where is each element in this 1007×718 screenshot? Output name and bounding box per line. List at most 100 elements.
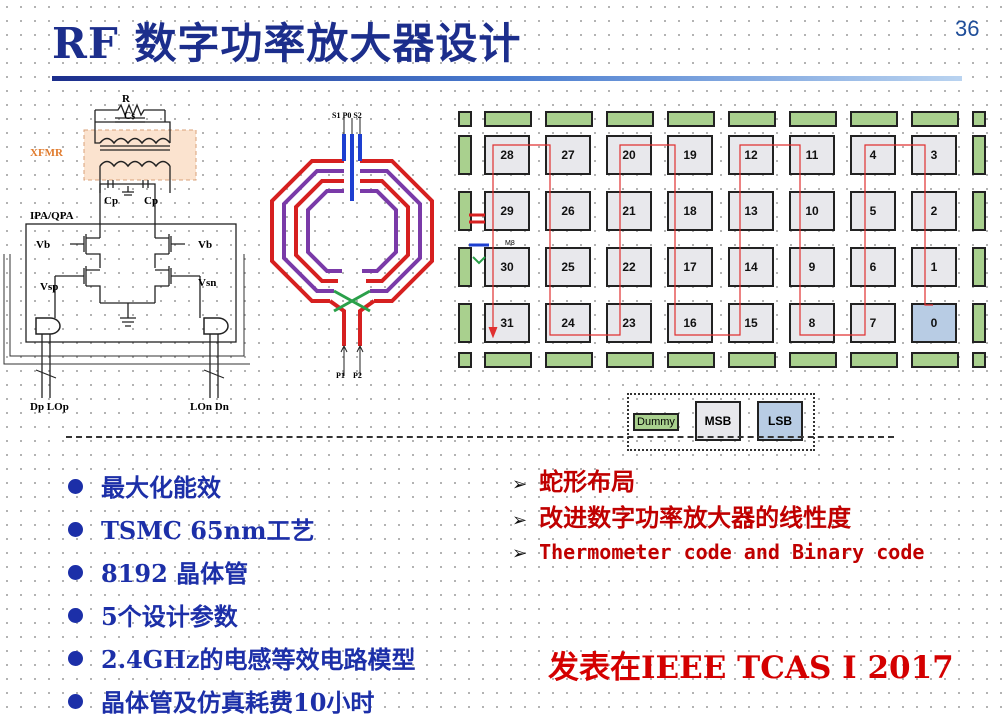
array-cell: 2 — [911, 191, 957, 231]
bullet-dot-icon — [68, 694, 83, 709]
bullet-dot-icon — [68, 479, 83, 494]
array-cell: 30 — [484, 247, 530, 287]
key-point: ➢改进数字功率放大器的线性度 — [512, 503, 852, 532]
dummy-bar — [972, 111, 986, 127]
publication-note: 发表在IEEE TCAS I 2017 — [548, 650, 954, 686]
dummy-bar — [911, 111, 959, 127]
array-cell: 28 — [484, 135, 530, 175]
dummy-bar — [458, 191, 472, 231]
dummy-bar — [972, 191, 986, 231]
dummy-bar — [458, 303, 472, 343]
dummy-bar — [972, 135, 986, 175]
section-divider — [66, 436, 894, 438]
array-cell: 4 — [850, 135, 896, 175]
bullet-dot-icon — [68, 608, 83, 623]
label-p2: P2 — [353, 371, 362, 380]
dummy-bar — [667, 352, 715, 368]
array-cell-lsb: 0 — [911, 303, 957, 343]
xfmr-box — [83, 129, 197, 181]
title-underline — [52, 76, 962, 81]
array-cell: 5 — [850, 191, 896, 231]
dummy-bar — [972, 303, 986, 343]
dummy-bar — [728, 352, 776, 368]
array-cell: 9 — [789, 247, 835, 287]
dummy-bar — [667, 111, 715, 127]
pa-schematic: R Cs XFMR Cp Cp IPA/QPA Vb Vb Vsp Vsn Dp… — [3, 93, 250, 413]
array-cell: 20 — [606, 135, 652, 175]
dummy-bar — [458, 352, 472, 368]
dummy-bar — [972, 247, 986, 287]
dummy-bar — [458, 111, 472, 127]
legend-box — [627, 393, 815, 451]
bullet-dot-icon — [68, 522, 83, 537]
dummy-bar — [789, 111, 837, 127]
array-cell: 23 — [606, 303, 652, 343]
dummy-bar — [850, 111, 898, 127]
legend-msb: MSB — [695, 401, 741, 441]
arrow-icon: ➢ — [512, 543, 528, 564]
label-xfmr: XFMR — [30, 147, 64, 159]
dummy-bar — [545, 111, 593, 127]
label-vsn: Vsn — [198, 277, 216, 289]
array-cell: 3 — [911, 135, 957, 175]
label-vb-left: Vb — [36, 239, 50, 251]
dummy-bar — [606, 111, 654, 127]
label-m8: M8 — [505, 240, 515, 247]
page-number: 36 — [955, 16, 980, 41]
label-R: R — [122, 93, 131, 105]
array-cell: 8 — [789, 303, 835, 343]
key-point: ➢Thermometer code and Binary code — [512, 540, 925, 564]
array-cell: 12 — [728, 135, 774, 175]
dummy-bar — [458, 247, 472, 287]
label-s1-p0-s2: S1 P0 S2 — [332, 111, 362, 120]
dummy-bar — [789, 352, 837, 368]
array-cell: 27 — [545, 135, 591, 175]
label-vsp: Vsp — [40, 281, 58, 293]
array-cell: 10 — [789, 191, 835, 231]
dummy-bar — [545, 352, 593, 368]
arrow-icon: ➢ — [512, 474, 528, 495]
array-cell: 11 — [789, 135, 835, 175]
dummy-bar — [484, 352, 532, 368]
bullet-item: 5个设计参数 — [68, 597, 238, 632]
array-cell: 1 — [911, 247, 957, 287]
bullet-item: 8192 晶体管 — [68, 554, 248, 589]
label-vb-right: Vb — [198, 239, 212, 251]
legend-lsb: LSB — [757, 401, 803, 441]
dummy-bar — [728, 111, 776, 127]
ipa-box — [25, 223, 237, 343]
bullet-dot-icon — [68, 565, 83, 580]
key-point: ➢蛇形布局 — [512, 467, 636, 496]
dummy-bar — [911, 352, 959, 368]
array-cell: 15 — [728, 303, 774, 343]
arrow-icon: ➢ — [512, 510, 528, 531]
bullet-item: TSMC 65nm工艺 — [68, 511, 314, 546]
label-cp2: Cp — [144, 195, 158, 207]
dummy-bar — [458, 135, 472, 175]
dummy-bar — [606, 352, 654, 368]
label-Cs: Cs — [124, 111, 135, 122]
dummy-bar — [972, 352, 986, 368]
array-cell: 14 — [728, 247, 774, 287]
label-dp-lop: Dp LOp — [30, 401, 69, 413]
label-p1: P1 — [336, 371, 345, 380]
legend-dummy: Dummy — [633, 413, 679, 431]
label-cp1: Cp — [104, 195, 118, 207]
array-cell: 21 — [606, 191, 652, 231]
label-ipa: IPA/QPA — [30, 210, 74, 222]
bullet-item: 最大化能效 — [68, 468, 221, 503]
dummy-bar — [484, 111, 532, 127]
slide-title: RF 数字功率放大器设计 — [52, 19, 522, 68]
array-cell: 22 — [606, 247, 652, 287]
serpentine-route: M8 — [469, 144, 933, 339]
array-cell: 6 — [850, 247, 896, 287]
array-cell: 26 — [545, 191, 591, 231]
array-cell: 31 — [484, 303, 530, 343]
array-cell: 25 — [545, 247, 591, 287]
array-cell: 13 — [728, 191, 774, 231]
dummy-bar — [850, 352, 898, 368]
bullet-item: 晶体管及仿真耗费10小时 — [68, 683, 374, 718]
label-lon-dn: LOn Dn — [190, 401, 229, 413]
bullet-dot-icon — [68, 651, 83, 666]
array-cell: 24 — [545, 303, 591, 343]
